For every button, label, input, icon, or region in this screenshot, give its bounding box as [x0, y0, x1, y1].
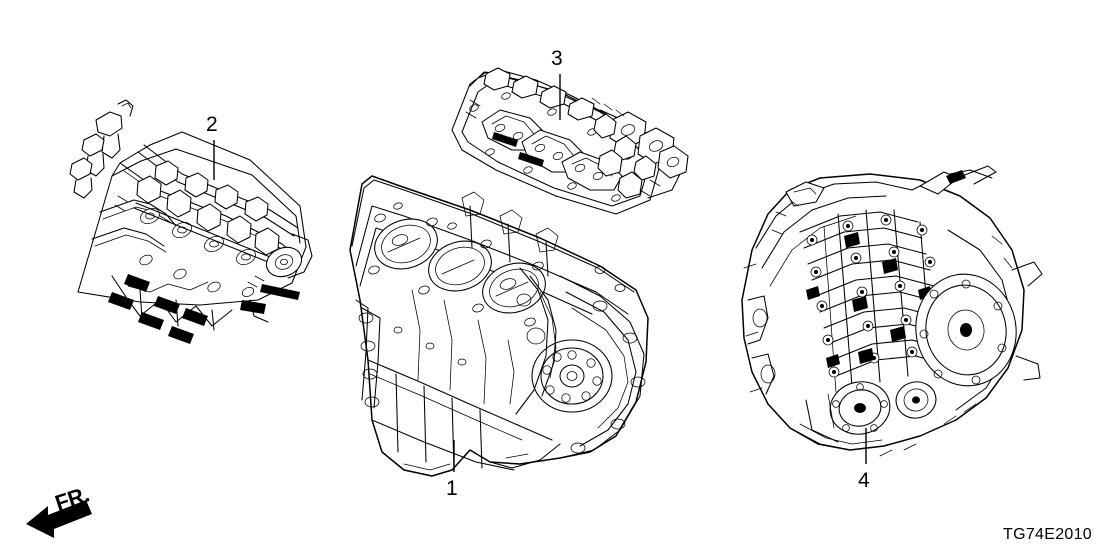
callout-number-3[interactable]: 3: [551, 47, 563, 70]
head-bolt-studs: [108, 274, 300, 344]
callout-number-2[interactable]: 2: [206, 113, 218, 136]
part-4-transmission-assembly: [741, 165, 1043, 457]
part-1-engine-block: [349, 175, 649, 477]
part-3-cylinder-head-rear: [451, 67, 689, 215]
diagram-code-label: TG74E2010: [1003, 526, 1092, 543]
part-2-cylinder-head-front: [69, 99, 313, 344]
callout-number-1[interactable]: 1: [446, 477, 458, 500]
head-face-bolts: [492, 132, 544, 167]
callout-number-4[interactable]: 4: [858, 469, 870, 492]
front-arrow-icon: [26, 500, 92, 538]
